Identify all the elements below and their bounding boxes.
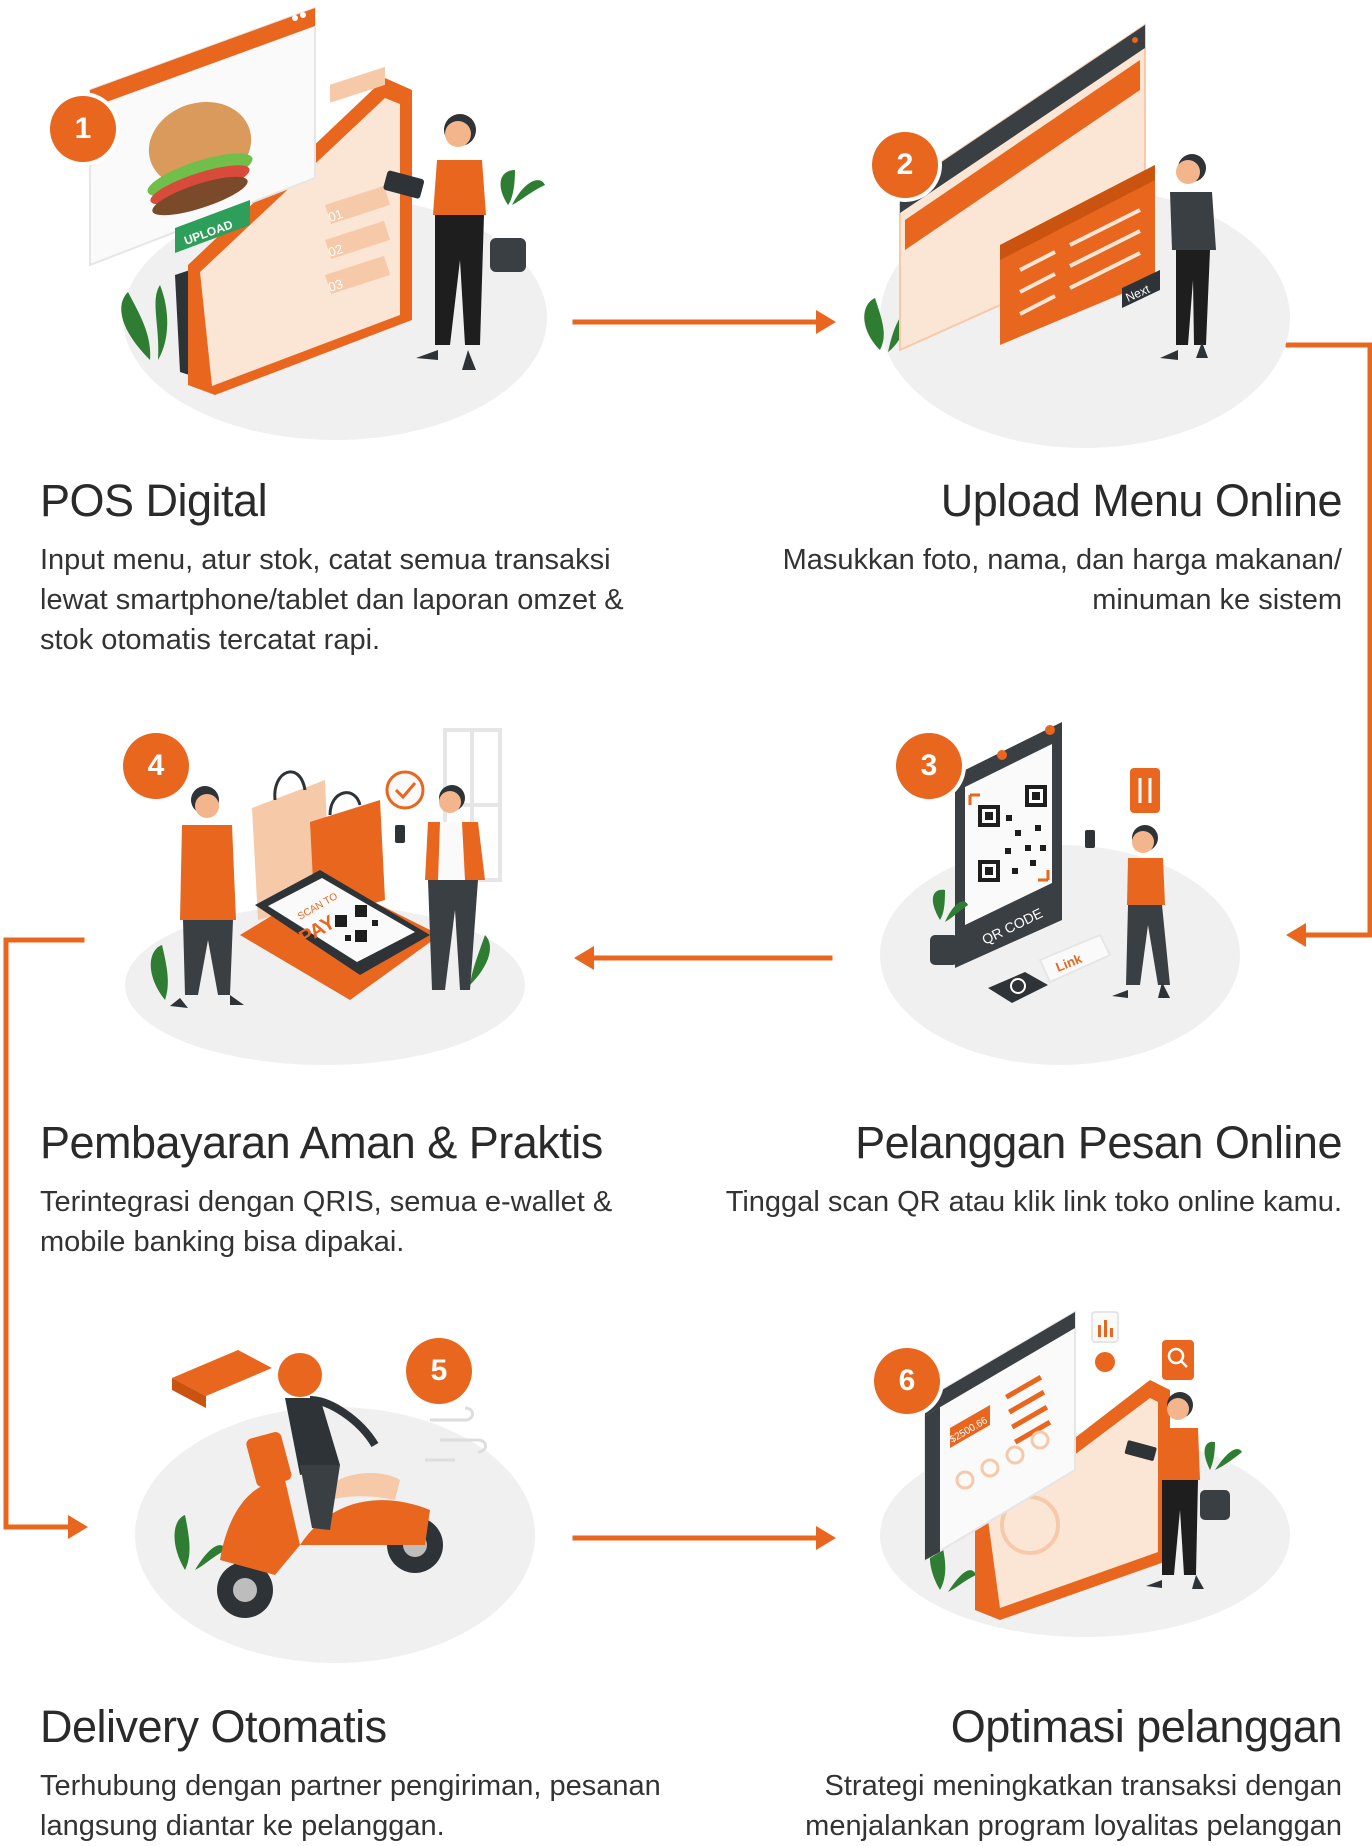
arrowhead-2-to-3 bbox=[1286, 923, 1306, 947]
plant-icon bbox=[121, 285, 168, 360]
step-2-title: Upload Menu Online bbox=[940, 475, 1343, 526]
list-item-02: 02 bbox=[326, 241, 344, 260]
plant-icon bbox=[150, 935, 490, 1000]
step-6-badge: 6 bbox=[874, 1348, 940, 1414]
burger-icon bbox=[147, 101, 253, 216]
wind-lines-icon bbox=[425, 1406, 487, 1462]
step-5-text: Delivery Otomatis Terhubung dengan partn… bbox=[40, 1702, 680, 1846]
step-1-title: POS Digital bbox=[40, 475, 268, 526]
payment-terminal bbox=[240, 870, 440, 1000]
plant-icon bbox=[174, 1515, 226, 1570]
checkmark-bubble-icon bbox=[385, 770, 425, 810]
woman-figure bbox=[1124, 1392, 1204, 1589]
step-4-text: Pembayaran Aman & Praktis Terintegrasi d… bbox=[40, 1118, 680, 1262]
step-1-text: POS Digital Input menu, atur stok, catat… bbox=[40, 476, 640, 660]
step-4-title: Pembayaran Aman & Praktis bbox=[40, 1117, 603, 1168]
step-3-description: Tinggal scan QR atau klik link toko onli… bbox=[725, 1185, 1342, 1218]
dashboard-window bbox=[924, 1310, 1076, 1562]
list-item-01: 01 bbox=[326, 206, 344, 225]
arrowhead-3-to-4 bbox=[574, 946, 594, 970]
step-5-badge: 5 bbox=[406, 1338, 472, 1404]
cashier-figure bbox=[170, 786, 244, 1008]
step-5-title: Delivery Otomatis bbox=[40, 1701, 387, 1752]
next-button bbox=[1122, 270, 1160, 308]
rider-figure bbox=[278, 1353, 379, 1530]
woman-figure bbox=[383, 114, 486, 370]
link-chain-icon bbox=[988, 972, 1048, 1003]
qr-code-icon bbox=[978, 785, 1047, 882]
step-5-description: Terhubung dengan partner pengiriman, pes… bbox=[40, 1769, 661, 1842]
step-2-text: Upload Menu Online Masukkan foto, nama, … bbox=[702, 475, 1343, 620]
arrow-4-to-5 bbox=[3, 937, 85, 1530]
step-2-badge: 2 bbox=[872, 132, 938, 198]
man-figure bbox=[1160, 154, 1216, 360]
step-1-badge: 1 bbox=[50, 96, 116, 162]
woman-figure bbox=[1085, 825, 1170, 998]
tablet-icon bbox=[175, 66, 412, 395]
search-bubble-icon bbox=[1162, 1340, 1194, 1380]
potted-plant-icon bbox=[1200, 1441, 1242, 1520]
upload-button bbox=[175, 200, 250, 253]
arrowhead-4-to-5 bbox=[68, 1515, 88, 1539]
step-6-description: Strategi meningkatkan transaksi dengan m… bbox=[805, 1769, 1342, 1842]
step-4-description: Terintegrasi dengan QRIS, semua e-wallet… bbox=[40, 1185, 613, 1258]
pizza-box-icon bbox=[172, 1350, 272, 1408]
tablet-list bbox=[324, 185, 391, 295]
step-6-text: Optimasi pelanggan Strategi meningkatkan… bbox=[702, 1702, 1342, 1846]
utensils-icon bbox=[1130, 768, 1160, 813]
arrowhead-1-to-2 bbox=[816, 310, 836, 334]
pie-card-icon bbox=[1095, 1352, 1115, 1372]
step-3-text: Pelanggan Pesan Online Tinggal scan QR a… bbox=[702, 1117, 1343, 1222]
step-3-title: Pelanggan Pesan Online bbox=[855, 1117, 1342, 1168]
chart-card-icon bbox=[1091, 1311, 1119, 1343]
potted-plant-icon bbox=[930, 889, 968, 965]
qr-sign bbox=[955, 722, 1062, 968]
arrow-2-to-3 bbox=[1285, 342, 1372, 938]
customer-figure bbox=[395, 785, 485, 990]
step-2-description: Masukkan foto, nama, dan harga makanan/ … bbox=[782, 543, 1342, 616]
form-panel bbox=[1000, 165, 1155, 345]
step-4-badge: 4 bbox=[123, 733, 189, 799]
browser-window bbox=[899, 23, 1146, 352]
potted-plant-icon bbox=[490, 170, 545, 272]
qr-code-icon bbox=[335, 905, 378, 942]
arrowhead-5-to-6 bbox=[816, 1526, 836, 1550]
step-3-badge: 3 bbox=[896, 733, 962, 799]
scooter-icon bbox=[217, 1432, 443, 1618]
link-tag bbox=[1038, 933, 1112, 984]
list-item-03: 03 bbox=[326, 276, 344, 295]
step-6-title: Optimasi pelanggan bbox=[950, 1701, 1343, 1752]
step-1-description: Input menu, atur stok, catat semua trans… bbox=[40, 543, 624, 656]
